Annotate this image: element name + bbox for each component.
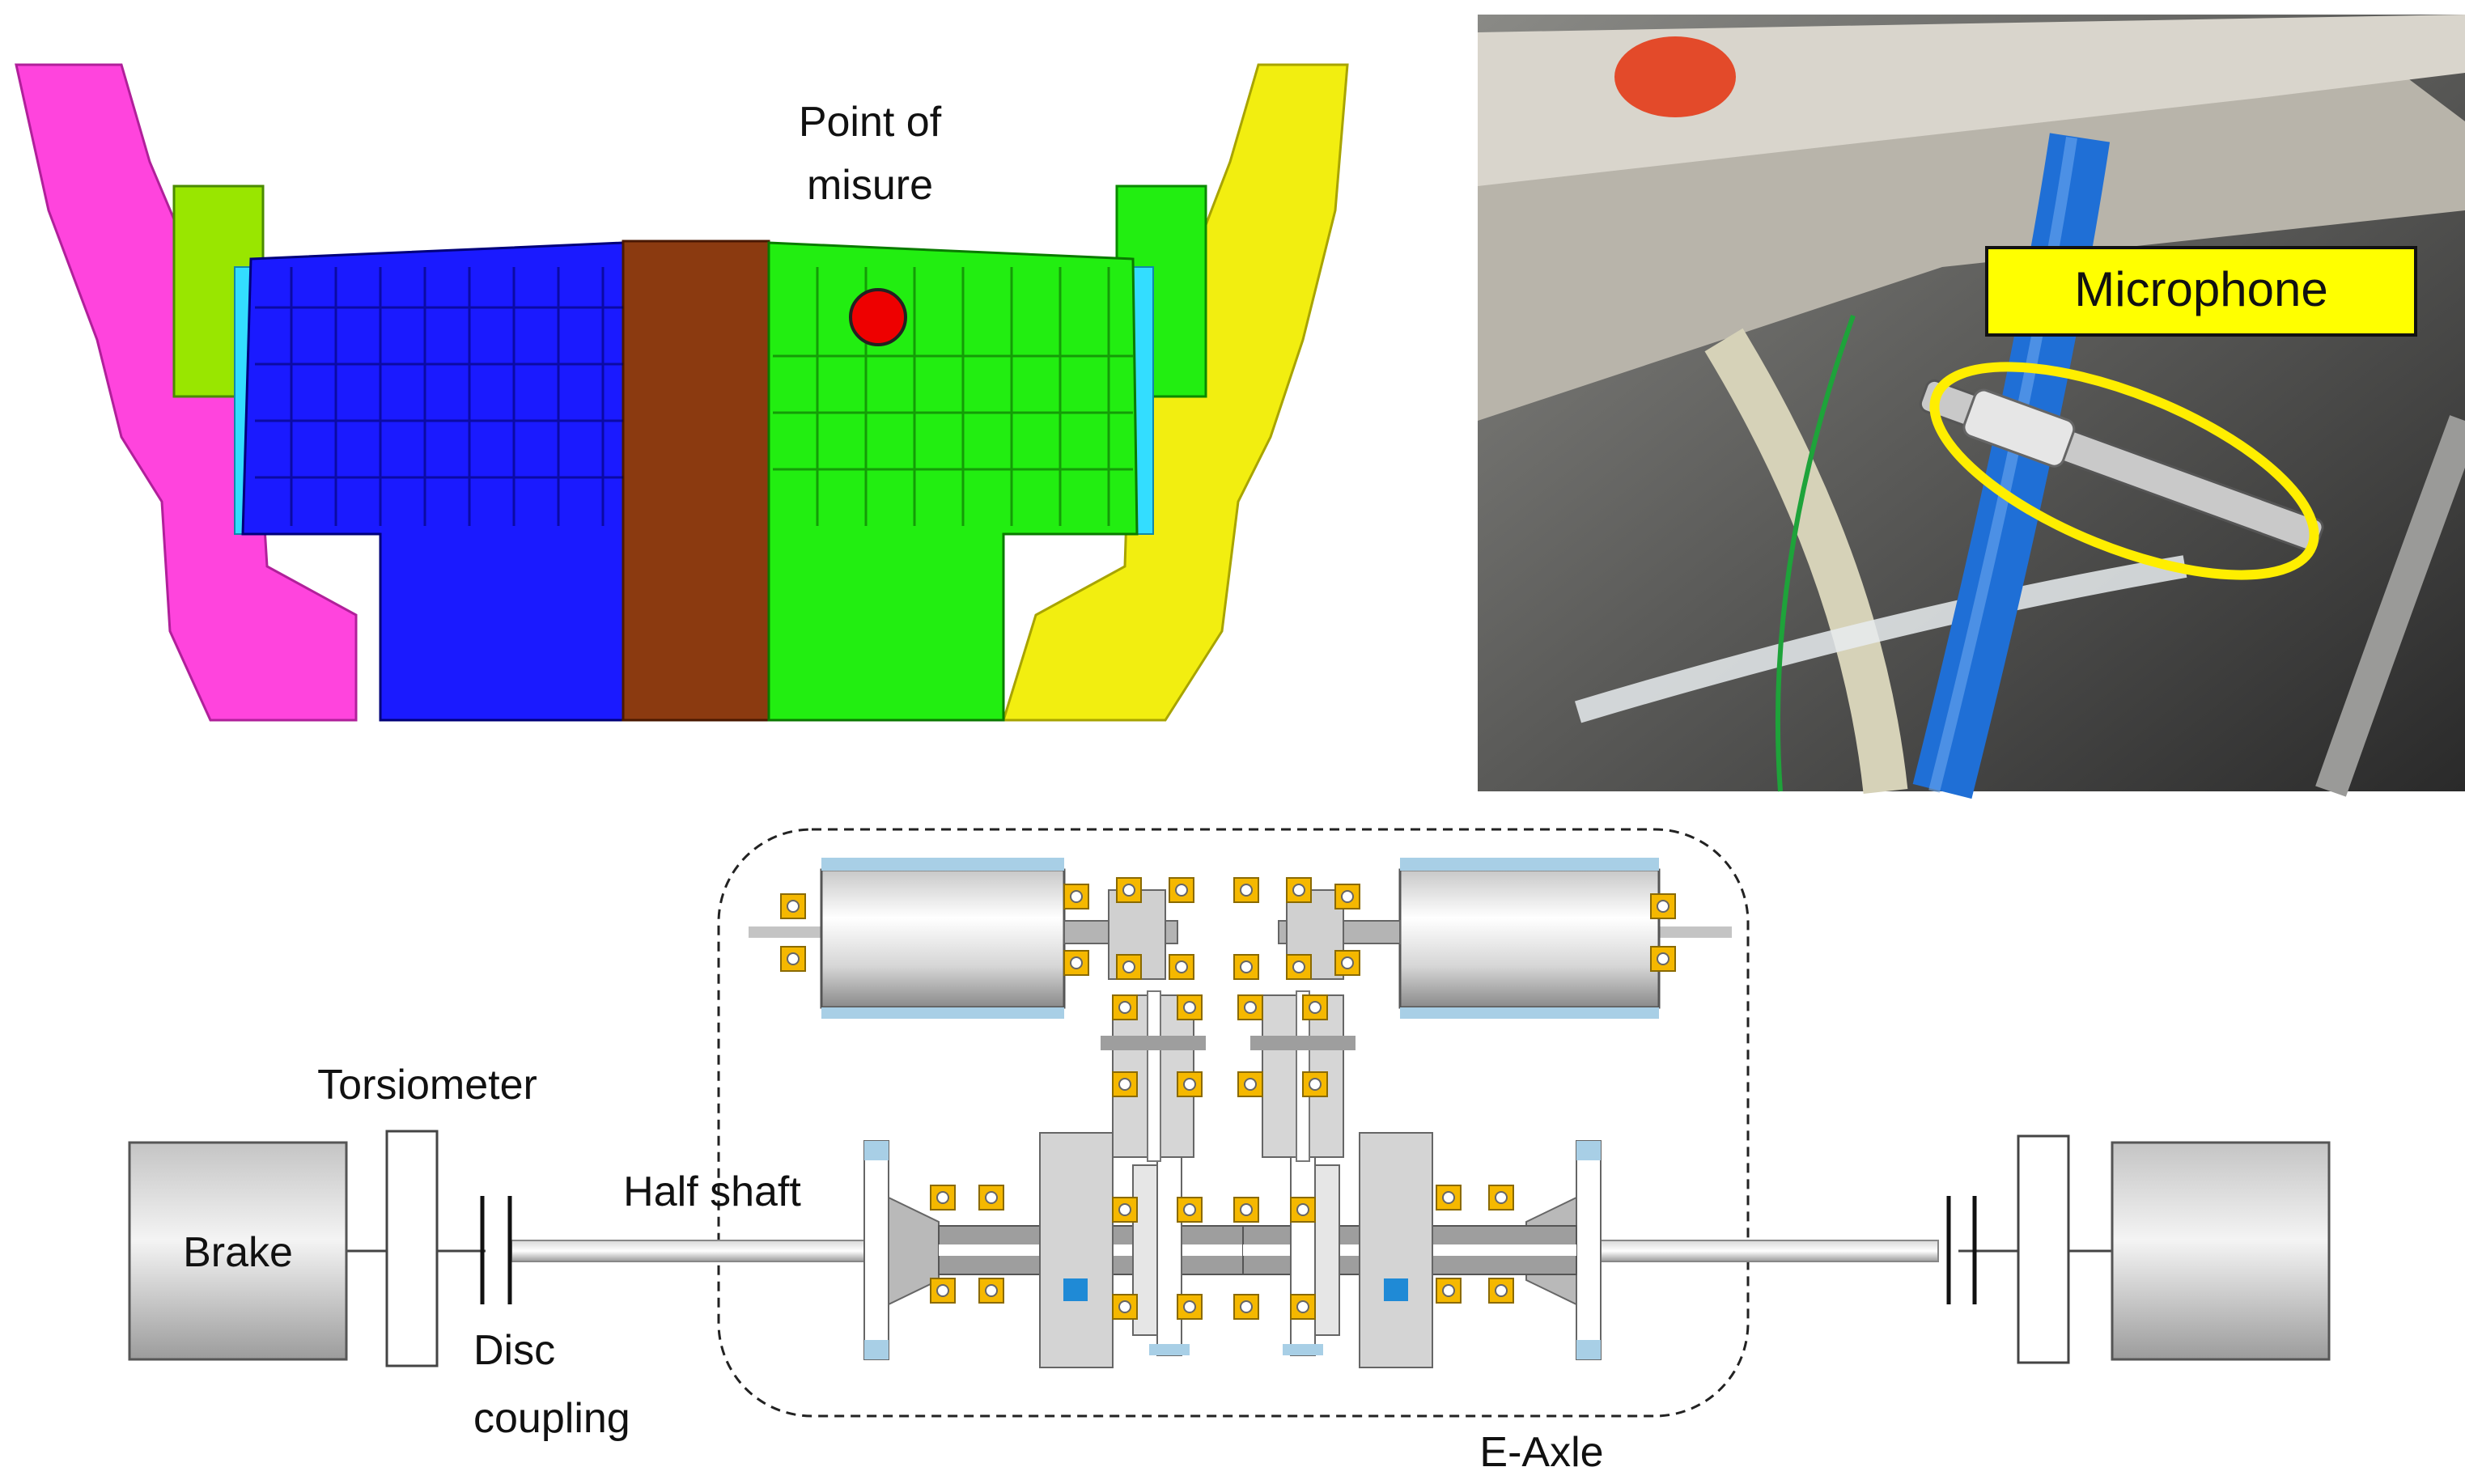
bearing <box>780 946 806 972</box>
bearing <box>930 1185 956 1211</box>
bearing <box>1302 994 1328 1020</box>
bearing <box>1112 1294 1138 1320</box>
microphone-callout-label: Microphone <box>2074 262 2328 316</box>
left-output-flange <box>863 1140 940 1360</box>
bearing <box>1063 884 1089 909</box>
bearing <box>1177 1197 1203 1223</box>
torsiometer-right <box>2017 1134 2070 1364</box>
microphone-callout-box <box>1985 246 2417 337</box>
bearing <box>1233 877 1259 903</box>
bearing <box>1436 1278 1462 1304</box>
bearing <box>1334 884 1360 909</box>
center-housing <box>622 240 770 722</box>
bearing <box>1650 893 1676 919</box>
green-ribs <box>773 267 1133 526</box>
microphone-highlight-ellipse <box>1929 362 2319 580</box>
half-shaft-label: Half shaft <box>623 1168 801 1215</box>
torsiometer-label: Torsiometer <box>317 1062 537 1109</box>
left-differential-gearing <box>938 1079 1263 1368</box>
bearing <box>1286 877 1312 903</box>
bearing <box>780 893 806 919</box>
photo-panel: Microphone <box>1478 15 2465 799</box>
bearing <box>1169 877 1194 903</box>
photo-green-wire <box>1775 314 1856 792</box>
bearing <box>1436 1185 1462 1211</box>
brake-label: Brake <box>183 1229 293 1276</box>
bearing <box>1237 994 1263 1020</box>
bearing <box>978 1185 1004 1211</box>
photo-red-part <box>1614 36 1736 117</box>
photo-microphone <box>1919 379 2324 552</box>
measurement-point-marker <box>849 288 907 346</box>
bearing <box>1233 1197 1259 1223</box>
bearing <box>1334 950 1360 976</box>
bearing <box>1063 950 1089 976</box>
left-half-shaft <box>511 1240 868 1262</box>
right-housing <box>767 241 1139 722</box>
bearing <box>1650 946 1676 972</box>
bearing <box>1177 1071 1203 1097</box>
brake-left <box>128 1141 348 1361</box>
right-intermediate-shaft <box>1250 990 1356 1162</box>
housing-ribs <box>255 267 623 526</box>
bearing <box>1112 1071 1138 1097</box>
bearing <box>1302 1071 1328 1097</box>
bearing <box>1112 994 1138 1020</box>
bearing <box>1177 994 1203 1020</box>
right-half-shaft <box>1597 1240 1939 1262</box>
bearing <box>1488 1185 1514 1211</box>
bearing <box>1116 954 1142 980</box>
bearing <box>1290 1294 1316 1320</box>
bearing <box>1116 877 1142 903</box>
bearing <box>1237 1071 1263 1097</box>
bearing <box>978 1278 1004 1304</box>
e-axle-boundary <box>717 828 1750 1418</box>
right-motor <box>1278 858 1732 1019</box>
brake-right <box>2111 1141 2331 1361</box>
bearing <box>1233 1294 1259 1320</box>
bearing <box>1112 1197 1138 1223</box>
bearing <box>1286 954 1312 980</box>
bearing <box>1290 1197 1316 1223</box>
bearing <box>1169 954 1194 980</box>
bearing <box>1177 1294 1203 1320</box>
bearing <box>930 1278 956 1304</box>
bearing <box>1233 954 1259 980</box>
photo-white-hose <box>1704 328 1908 794</box>
torsiometer-left <box>385 1130 439 1367</box>
bearing <box>1488 1278 1514 1304</box>
bearings <box>780 877 1676 1320</box>
e-axle-label: E-Axle <box>1479 1429 1603 1476</box>
